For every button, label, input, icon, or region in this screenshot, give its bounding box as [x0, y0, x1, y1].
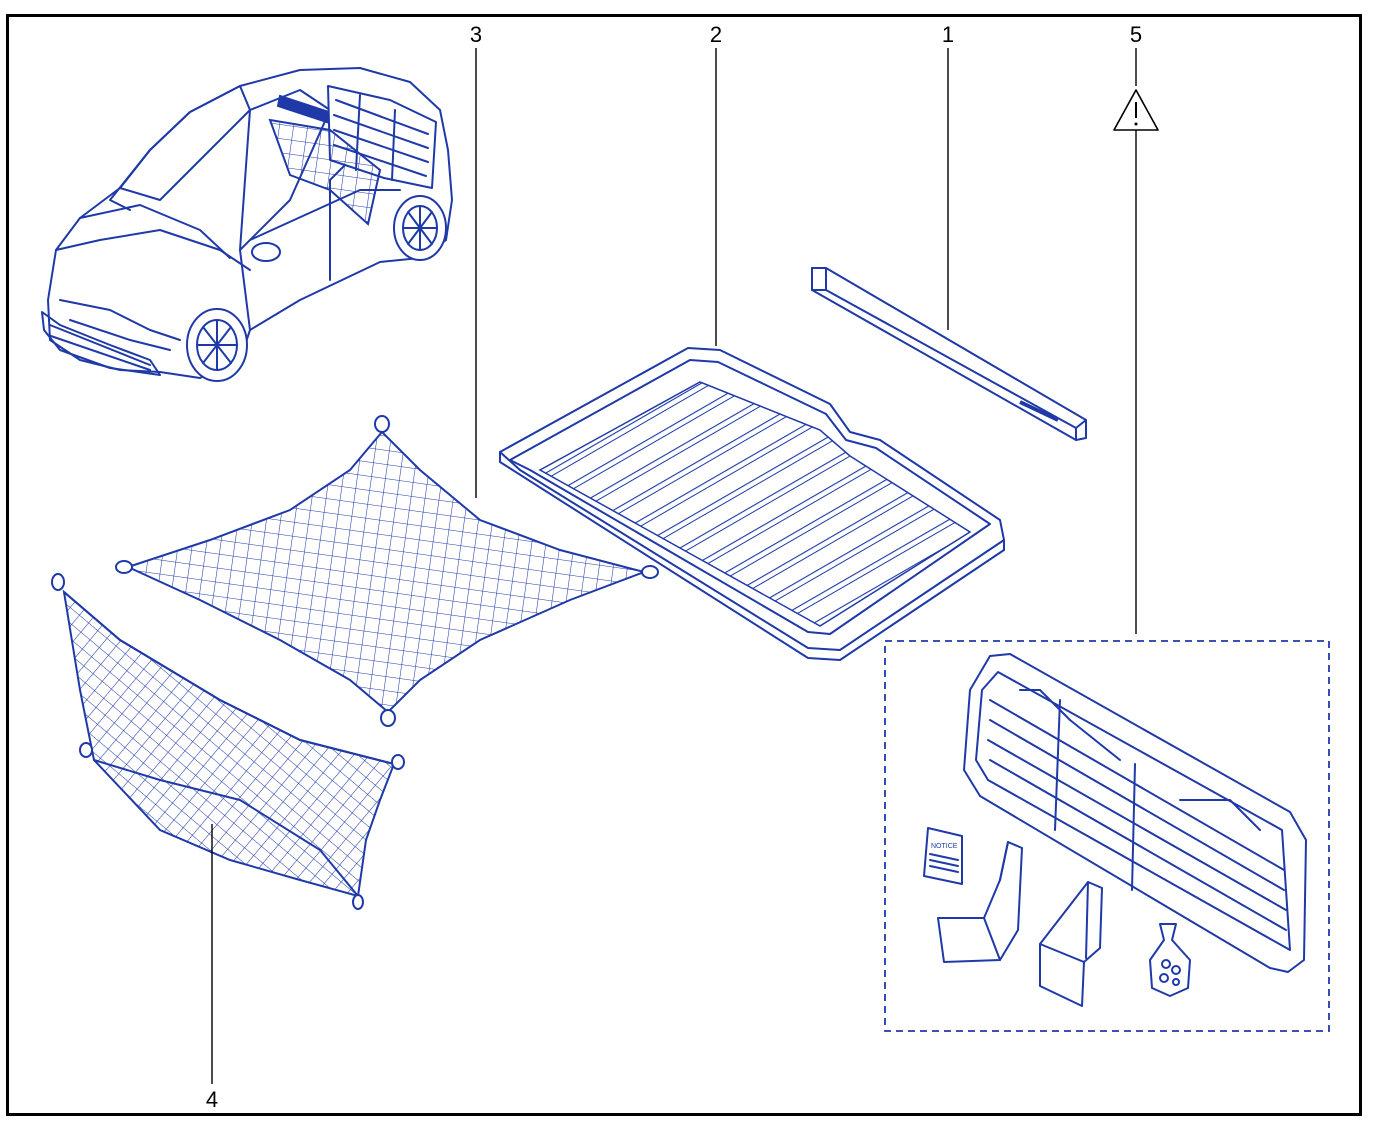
- part-2-tray: [499, 347, 1005, 661]
- notice-label: NOTICE: [931, 843, 958, 850]
- callout-3: 3: [469, 22, 483, 47]
- callout-2: 2: [709, 22, 723, 47]
- callout-1: 1: [941, 22, 955, 47]
- leader-lines: [211, 48, 1137, 1084]
- callout-4: 4: [205, 1087, 219, 1112]
- part-5-kit: NOTICE: [884, 640, 1330, 1032]
- part-3-floor-net: [115, 415, 659, 727]
- car-illustration: [41, 67, 453, 382]
- warning-triangle-icon: [1113, 89, 1159, 131]
- part-4-vertical-net: [51, 573, 405, 910]
- part-1-bar: [811, 267, 1087, 441]
- callout-5: 5: [1129, 22, 1143, 47]
